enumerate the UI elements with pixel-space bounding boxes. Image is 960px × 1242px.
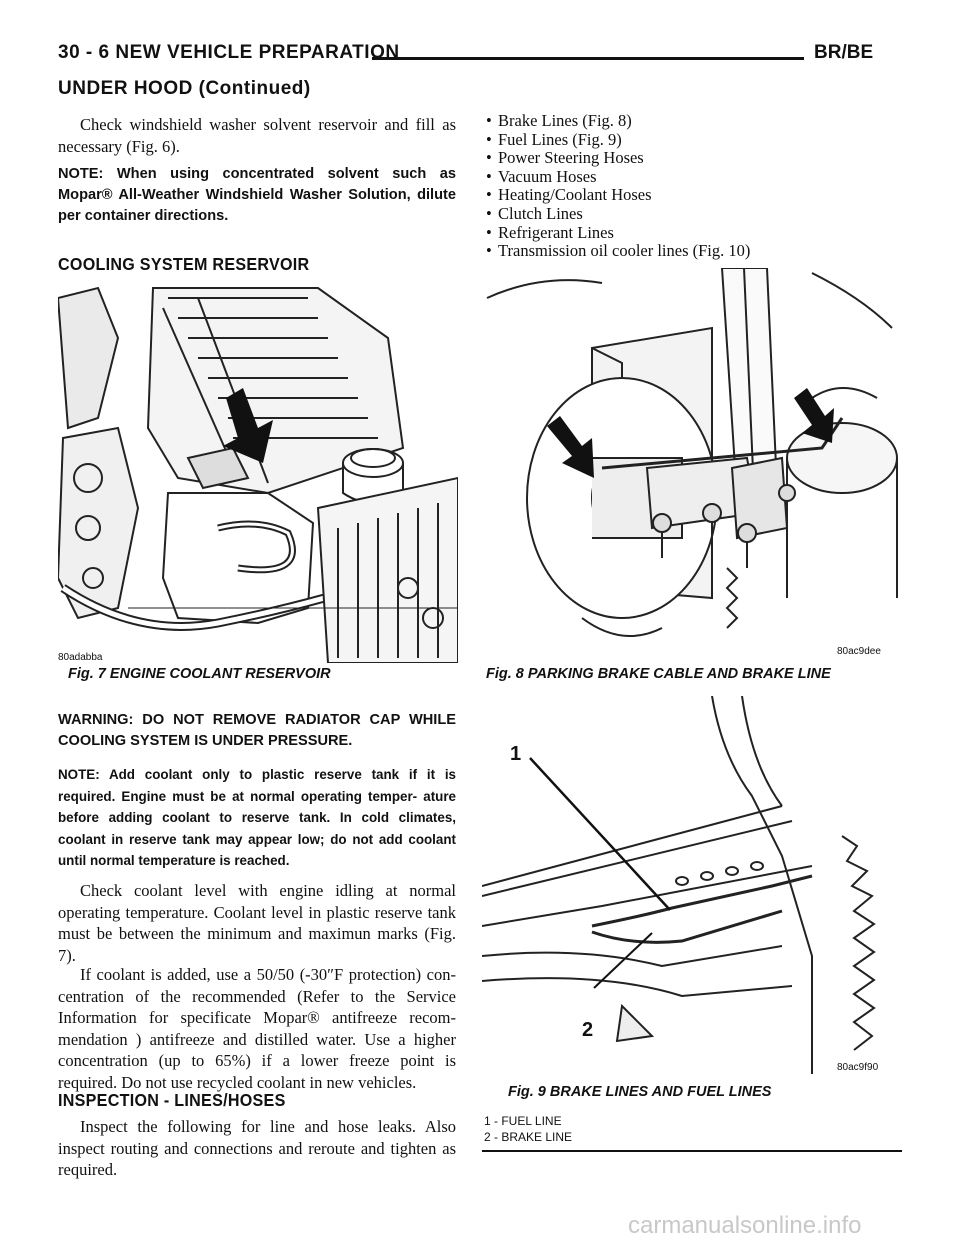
list-item: •Refrigerant Lines — [486, 222, 614, 242]
figure-8-code: 80ac9dee — [837, 646, 881, 657]
heading-cooling-system: COOLING SYSTEM RESERVOIR — [58, 254, 310, 274]
brake-fuel-lines-illustration: 1 2 80ac9f90 — [482, 696, 879, 1074]
list-item: •Vacuum Hoses — [486, 166, 597, 186]
figure-9-brake-fuel-lines: 1 2 80ac9f90 Fig. 9 BRAKE LINES AND FUEL… — [482, 696, 902, 1156]
engine-coolant-illustration: 80adabba — [58, 286, 458, 663]
warning-radiator-cap: WARNING: DO NOT REMOVE RADIATOR CAP WHIL… — [58, 712, 456, 749]
inspection-list: •Brake Lines (Fig. 8) •Fuel Lines (Fig. … — [486, 111, 751, 261]
page-header-title: 30 - 6 NEW VEHICLE PREPARATION — [58, 42, 400, 63]
list-item: •Brake Lines (Fig. 8) — [486, 111, 632, 130]
list-item: •Heating/Coolant Hoses — [486, 185, 652, 205]
legend-rule — [482, 1150, 902, 1152]
note-add-coolant: NOTE: Add coolant only to plastic reserv… — [58, 767, 456, 868]
figure-8-parking-brake: 80ac9dee Fig. 8 PARKING BRAKE CABLE AND … — [482, 268, 902, 688]
figure-7-coolant-reservoir: 80adabba Fig. 7 ENGINE COOLANT RESERVOIR — [58, 278, 458, 688]
figure-9-code: 80ac9f90 — [837, 1062, 879, 1073]
paragraph-coolant-added: If coolant is added, use a 50/50 (-30″F … — [58, 965, 456, 1092]
callout-2: 2 — [582, 1019, 593, 1041]
figure-9-caption: Fig. 9 BRAKE LINES AND FUEL LINES — [508, 1084, 772, 1100]
callout-1: 1 — [510, 743, 521, 765]
paragraph-washer: Check windshield washer solvent reservoi… — [58, 115, 456, 156]
list-item: •Power Steering Hoses — [486, 148, 644, 168]
figure-7-code: 80adabba — [58, 652, 103, 663]
legend-fuel-line: 1 - FUEL LINE — [484, 1114, 562, 1128]
heading-inspection-lines-hoses: INSPECTION - LINES/HOSES — [58, 1090, 286, 1110]
figure-8-caption: Fig. 8 PARKING BRAKE CABLE AND BRAKE LIN… — [486, 666, 831, 682]
note-solvent: NOTE: When using concentrated solvent su… — [58, 166, 456, 224]
paragraph-inspect-leaks: Inspect the following for line and hose … — [58, 1117, 456, 1179]
list-item: •Clutch Lines — [486, 203, 583, 223]
list-item: •Fuel Lines (Fig. 9) — [486, 129, 622, 149]
section-continued-heading: UNDER HOOD (Continued) — [58, 78, 311, 99]
header-rule — [372, 57, 804, 60]
page-header-model: BR/BE — [814, 42, 874, 63]
figure-7-caption: Fig. 7 ENGINE COOLANT RESERVOIR — [68, 666, 331, 682]
list-item: •Transmission oil cooler lines (Fig. 10) — [486, 241, 751, 261]
watermark: carmanualsonline.info — [628, 1212, 862, 1239]
parking-brake-illustration: 80ac9dee — [486, 268, 898, 657]
paragraph-coolant-level: Check coolant level with engine idling a… — [58, 881, 456, 965]
legend-brake-line: 2 - BRAKE LINE — [484, 1130, 573, 1144]
